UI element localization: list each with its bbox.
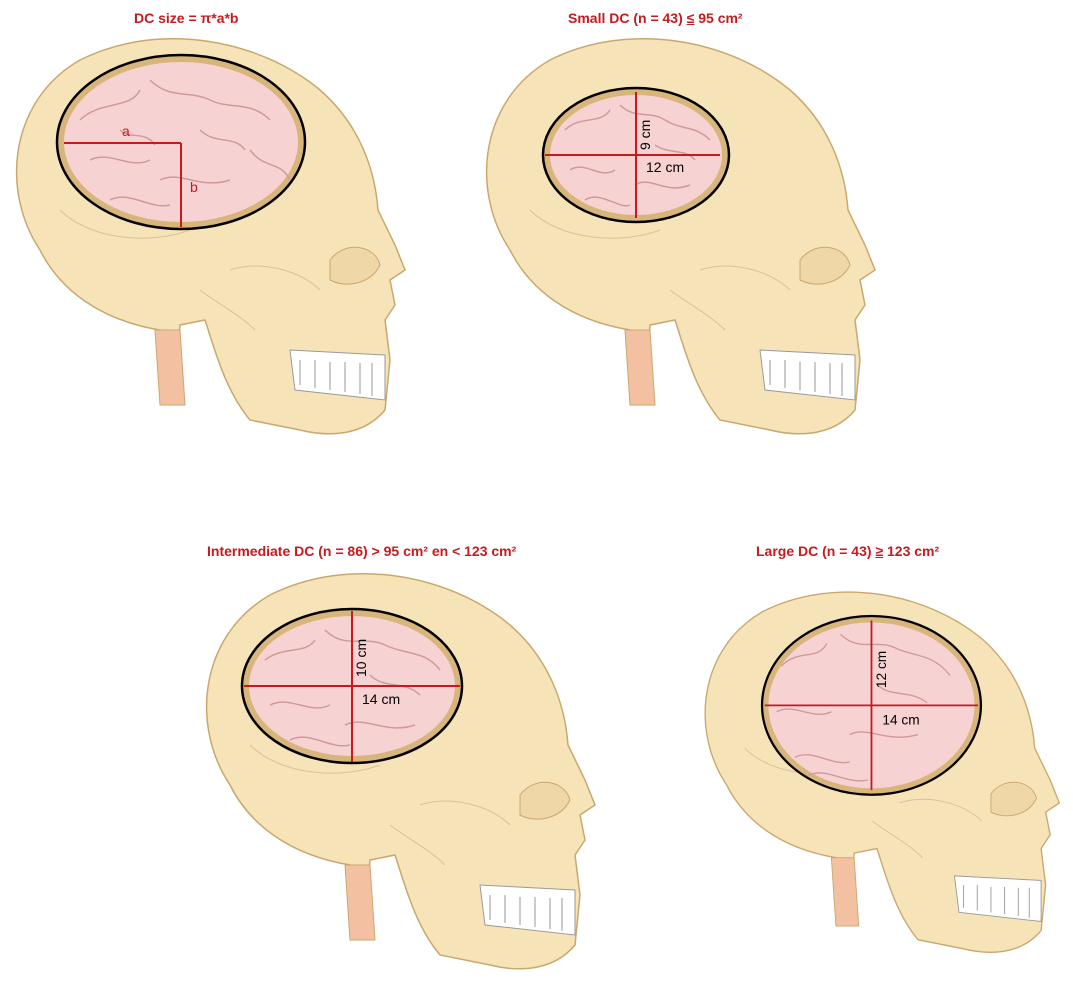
dimension-label-horizontal: 12 cm (646, 159, 684, 175)
title-text: Small DC (n = 43) (568, 10, 687, 26)
skull-illustration-small: 9 cm 12 cm (470, 30, 890, 470)
panel-title-small: Small DC (n = 43) ≤ 95 cm² (568, 10, 743, 26)
title-area: 123 cm² (883, 543, 939, 559)
title-area: 95 cm² (694, 10, 742, 26)
dimension-label-horizontal: 14 cm (882, 713, 919, 728)
title-symbol: ≥ (875, 543, 883, 559)
skull-illustration-intermediate: 10 cm 14 cm (190, 565, 610, 998)
dimension-label-vertical: 9 cm (637, 120, 653, 150)
dimension-label-vertical: 12 cm (874, 651, 889, 688)
panel-title-formula: DC size = π*a*b (134, 10, 238, 26)
panel-title-intermediate: Intermediate DC (n = 86) > 95 cm² en < 1… (207, 543, 516, 559)
title-text: Large DC (n = 43) (756, 543, 875, 559)
skull-illustration-formula: a b (0, 30, 420, 470)
dimension-label-horizontal: 14 cm (362, 691, 400, 707)
dimension-label-b: b (190, 179, 198, 195)
panel-title-large: Large DC (n = 43) ≥ 123 cm² (756, 543, 939, 559)
skull-illustration-large: 12 cm 14 cm (690, 565, 1073, 998)
dimension-label-vertical: 10 cm (353, 639, 369, 677)
dimension-label-a: a (122, 123, 130, 139)
